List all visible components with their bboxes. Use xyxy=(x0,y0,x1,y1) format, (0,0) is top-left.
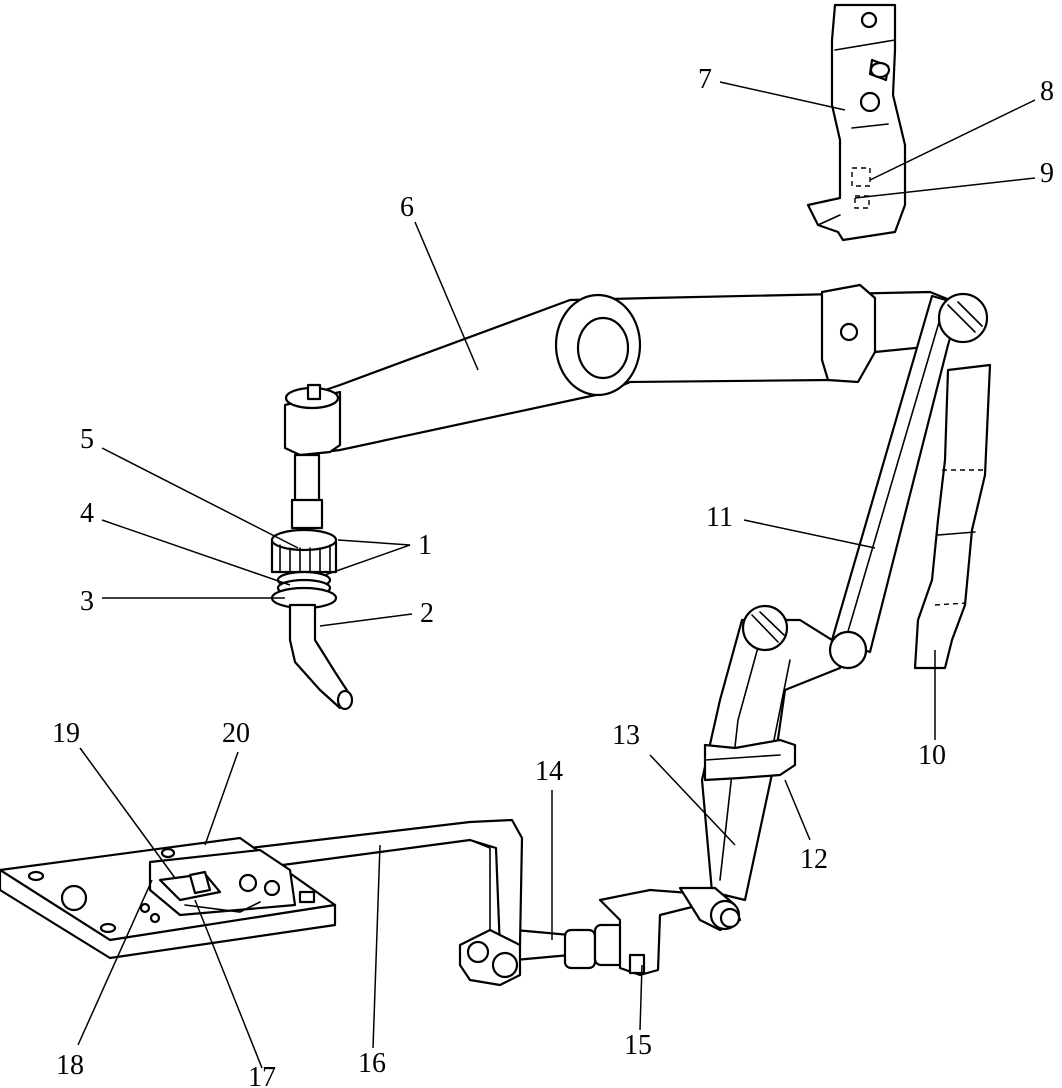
long-rod xyxy=(248,818,524,987)
callout-13: 13 xyxy=(612,720,640,751)
callout-20: 20 xyxy=(222,718,250,749)
callout-16: 16 xyxy=(358,1048,386,1079)
callout-5: 5 xyxy=(80,424,94,455)
callout-12: 12 xyxy=(800,844,828,875)
needle-plate xyxy=(0,836,337,960)
side-plate xyxy=(913,363,992,670)
callout-1: 1 xyxy=(418,530,432,561)
callout-9: 9 xyxy=(1040,158,1054,189)
shaft-assembly xyxy=(270,453,354,711)
callout-18: 18 xyxy=(56,1050,84,1081)
callout-17: 17 xyxy=(248,1062,276,1088)
callout-labels: 1 2 3 4 5 6 7 8 9 10 11 12 13 14 15 16 1… xyxy=(52,64,1054,1088)
crank-rod xyxy=(700,604,868,902)
callout-8: 8 xyxy=(1040,76,1054,107)
callout-11: 11 xyxy=(706,502,733,533)
callout-3: 3 xyxy=(80,586,94,617)
callout-6: 6 xyxy=(400,192,414,223)
callout-15: 15 xyxy=(624,1030,652,1061)
lever-arm xyxy=(283,283,952,457)
callout-4: 4 xyxy=(80,498,94,529)
horizontal-shaft xyxy=(513,886,742,977)
callout-2: 2 xyxy=(420,598,434,629)
callout-14: 14 xyxy=(535,756,563,787)
leader-lines xyxy=(77,81,1036,1069)
callout-19: 19 xyxy=(52,718,80,749)
callout-7: 7 xyxy=(698,64,712,95)
presser-foot-bracket xyxy=(806,3,907,242)
callout-10: 10 xyxy=(918,740,946,771)
